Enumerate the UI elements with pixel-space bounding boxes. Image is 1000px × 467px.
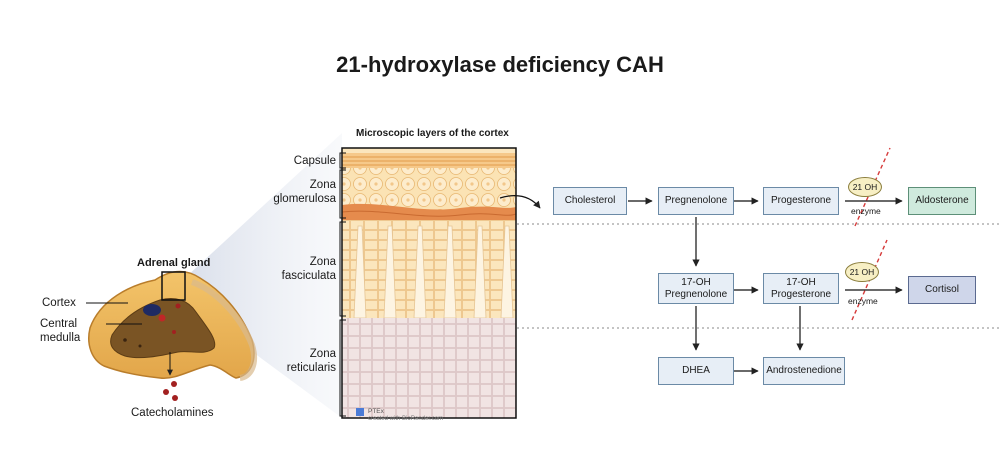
- reticularis-label-1: Zona: [309, 348, 336, 360]
- node-pregnenolone: Pregnenolone: [658, 187, 734, 215]
- capsule-label: Capsule: [293, 155, 336, 167]
- fasciculata-label-1: Zona: [309, 256, 336, 268]
- glomerulosa-label-1: Zona: [309, 179, 336, 191]
- node-17oh-pregnenolone-line1: 17-OH: [681, 276, 711, 288]
- watermark-name: PTEx: [368, 408, 384, 415]
- glomerulosa-label-2: glomerulosa: [273, 193, 336, 205]
- enzyme-21oh-top: 21 OH: [848, 177, 882, 197]
- node-androstenedione: Androstenedione: [763, 357, 845, 385]
- catecholamine-dots: [163, 381, 178, 401]
- histology-to-cholesterol-arrow: [499, 195, 541, 209]
- enzyme-label-top: enzyme: [851, 206, 881, 216]
- node-17oh-progesterone-line1: 17-OH: [786, 276, 816, 288]
- node-dhea: DHEA: [658, 357, 734, 385]
- catecholamines-label: Catecholamines: [131, 407, 214, 419]
- reticularis-label-2: reticularis: [286, 362, 336, 374]
- zoom-box: [161, 271, 186, 301]
- node-progesterone: Progesterone: [763, 187, 839, 215]
- pathway-arrows: [628, 197, 903, 375]
- node-aldosterone: Aldosterone: [908, 187, 976, 215]
- cortex-label: Cortex: [42, 297, 76, 309]
- biorender-logo-icon: [356, 408, 364, 416]
- node-17oh-progesterone-line2: Progesterone: [770, 288, 832, 300]
- adrenal-gland-illustration: [88, 270, 258, 381]
- histology-block: [341, 147, 517, 419]
- node-17oh-pregnenolone: 17-OH Pregnenolone: [658, 273, 734, 304]
- medulla-label-2: medulla: [40, 332, 81, 344]
- node-cholesterol: Cholesterol: [553, 187, 627, 215]
- adrenal-gland-heading: Adrenal gland: [137, 257, 211, 269]
- histology-heading: Microscopic layers of the cortex: [356, 128, 509, 139]
- enzyme-label-bottom: enzyme: [848, 296, 878, 306]
- enzyme-21oh-bottom: 21 OH: [845, 262, 879, 282]
- medulla-label-1: Central: [40, 318, 78, 330]
- node-17oh-pregnenolone-line2: Pregnenolone: [664, 288, 728, 300]
- watermark-credit: created with BioRender.com: [368, 416, 444, 422]
- page-title: 21-hydroxylase deficiency CAH: [336, 52, 664, 77]
- fasciculata-label-2: fasciculata: [281, 270, 336, 282]
- zone-brackets: [339, 152, 346, 417]
- node-cortisol: Cortisol: [908, 276, 976, 304]
- zoom-beam: [185, 133, 342, 418]
- node-17oh-progesterone: 17-OH Progesterone: [763, 273, 839, 304]
